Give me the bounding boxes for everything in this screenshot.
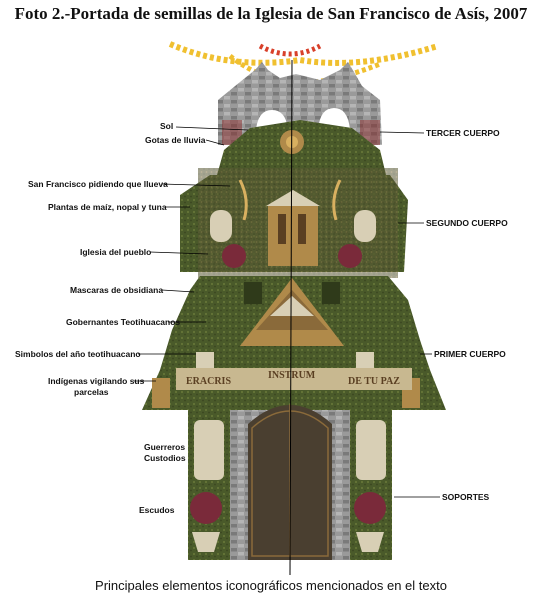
label-guardians-1: Guerreros — [144, 442, 186, 452]
farmer-figure-left — [152, 378, 170, 408]
shield-right — [354, 492, 386, 524]
figure-left — [210, 210, 232, 242]
label-indigenous-1: Indígenas vigilando sus — [48, 376, 145, 386]
leader-lines — [134, 126, 440, 498]
figure-caption: Principales elementos iconográficos menc… — [95, 578, 447, 593]
label-third-body: TERCER CUERPO — [426, 128, 500, 138]
page-title: Foto 2.-Portada de semillas de la Iglesi… — [14, 4, 528, 23]
label-shields: Escudos — [139, 505, 175, 515]
guardian-right — [356, 420, 386, 480]
inscription-banner — [176, 368, 412, 390]
first-body-panel: ERACRIS INSTRUM DE TU PAZ — [142, 276, 446, 410]
label-year-symbols: Simbolos del año teotihuacano — [15, 349, 141, 359]
flower-garland — [168, 41, 439, 87]
banner-text-left: ERACRIS — [186, 376, 231, 387]
flower-left — [222, 244, 246, 268]
label-san-francisco: San Francisco pidiendo que llueva — [28, 179, 168, 189]
banner-text-center: INSTRUM — [268, 370, 316, 381]
mask-right — [322, 282, 340, 304]
label-supports: SOPORTES — [442, 492, 490, 502]
label-second-body: SEGUNDO CUERPO — [426, 218, 508, 228]
label-village-church: Iglesia del pueblo — [80, 247, 152, 257]
figure-right — [354, 210, 376, 242]
flower-right — [338, 244, 362, 268]
label-obsidian-masks: Mascaras de obsidiana — [70, 285, 164, 295]
mask-left — [244, 282, 262, 304]
label-first-body: PRIMER CUERPO — [434, 349, 506, 359]
second-body-panel — [180, 168, 408, 278]
label-guardians-2: Custodios — [144, 453, 186, 463]
village-church-motif — [268, 206, 318, 266]
label-rain-drops: Gotas de lluvia — [145, 135, 206, 145]
guardian-left — [194, 420, 224, 480]
label-sun: Sol — [160, 121, 174, 131]
label-plants: Plantas de maíz, nopal y tuna — [48, 202, 167, 212]
banner-text-right: DE TU PAZ — [348, 376, 400, 387]
central-axis-line — [289, 59, 293, 576]
shield-left — [190, 492, 222, 524]
label-rulers: Gobernantes Teotihuacanos — [66, 317, 181, 327]
label-indigenous-2: parcelas — [74, 387, 109, 397]
